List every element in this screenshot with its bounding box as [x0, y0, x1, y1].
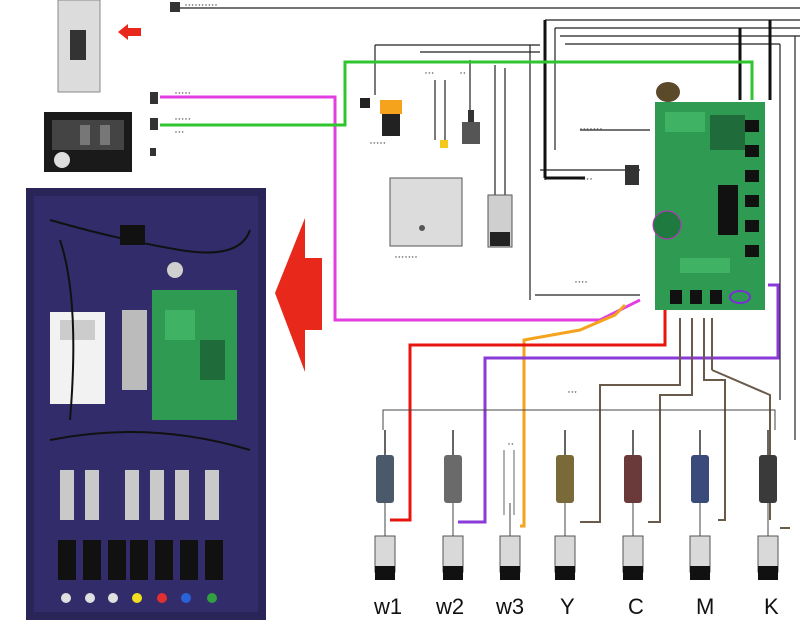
damper-base	[375, 566, 395, 580]
channel-label-w2: w2	[436, 594, 465, 619]
green-wire	[160, 60, 754, 127]
sensor-photo-top	[57, 0, 101, 93]
ink-cartridge-icon	[691, 455, 709, 503]
control-board	[625, 82, 765, 310]
svg-text:* * * *: * * * *	[575, 281, 587, 287]
damper-base	[500, 566, 520, 580]
ink-cartridge-icon	[624, 455, 642, 503]
thick-black-cables	[543, 20, 772, 180]
top-control-wires	[175, 7, 800, 440]
damper-base	[443, 566, 463, 580]
svg-text:* * * * * * * * * *: * * * * * * * * * *	[185, 4, 217, 10]
svg-text:* * * * * * *: * * * * * * *	[580, 128, 602, 134]
svg-text:* * * * *: * * * * *	[370, 142, 385, 148]
ink-cartridge-icon	[444, 455, 462, 503]
channel-label-y: Y	[560, 594, 575, 619]
svg-text:* * *: * * *	[175, 131, 184, 137]
svg-text:* *: * *	[508, 443, 513, 449]
switch-panel-photo	[44, 112, 132, 172]
ink-cartridge-icon	[759, 455, 777, 503]
channel-label-w3: w3	[496, 594, 525, 619]
damper-base	[623, 566, 643, 580]
pump-component	[440, 110, 480, 148]
red-arrow-icon	[118, 24, 141, 40]
magenta-wire	[160, 95, 641, 322]
brown-signal-wires	[580, 318, 790, 529]
connector-stack	[150, 2, 180, 156]
orange-wire	[520, 303, 627, 528]
ink-cartridge-icon	[556, 455, 574, 503]
damper-component	[360, 98, 402, 136]
channel-label-k: K	[764, 594, 779, 619]
channel-row	[374, 430, 779, 580]
cabinet-photo	[26, 188, 266, 620]
damper-base	[690, 566, 710, 580]
svg-text:* * * *: * * * *	[580, 178, 592, 184]
red-wire	[390, 310, 667, 522]
damper-base	[758, 566, 778, 580]
ink-cartridge-icon	[376, 455, 394, 503]
svg-text:* * * * *: * * * * *	[175, 92, 190, 98]
svg-text:* * * * *: * * * * *	[175, 118, 190, 124]
svg-text:* * *: * * *	[425, 72, 434, 78]
channel-label-m: M	[696, 594, 715, 619]
bracket-line	[382, 409, 776, 430]
svg-text:* * * * * * *: * * * * * * *	[395, 256, 417, 262]
float-sensor-icon	[487, 194, 513, 248]
purple-wire	[458, 283, 780, 524]
svg-text:* * *: * * *	[568, 391, 577, 397]
red-arrow-icon	[275, 218, 322, 372]
channel-label-c: C	[628, 594, 644, 619]
channel-label-w1: w1	[374, 594, 403, 619]
ink-tank-component	[389, 177, 463, 247]
svg-text:* *: * *	[460, 72, 465, 78]
damper-base	[555, 566, 575, 580]
